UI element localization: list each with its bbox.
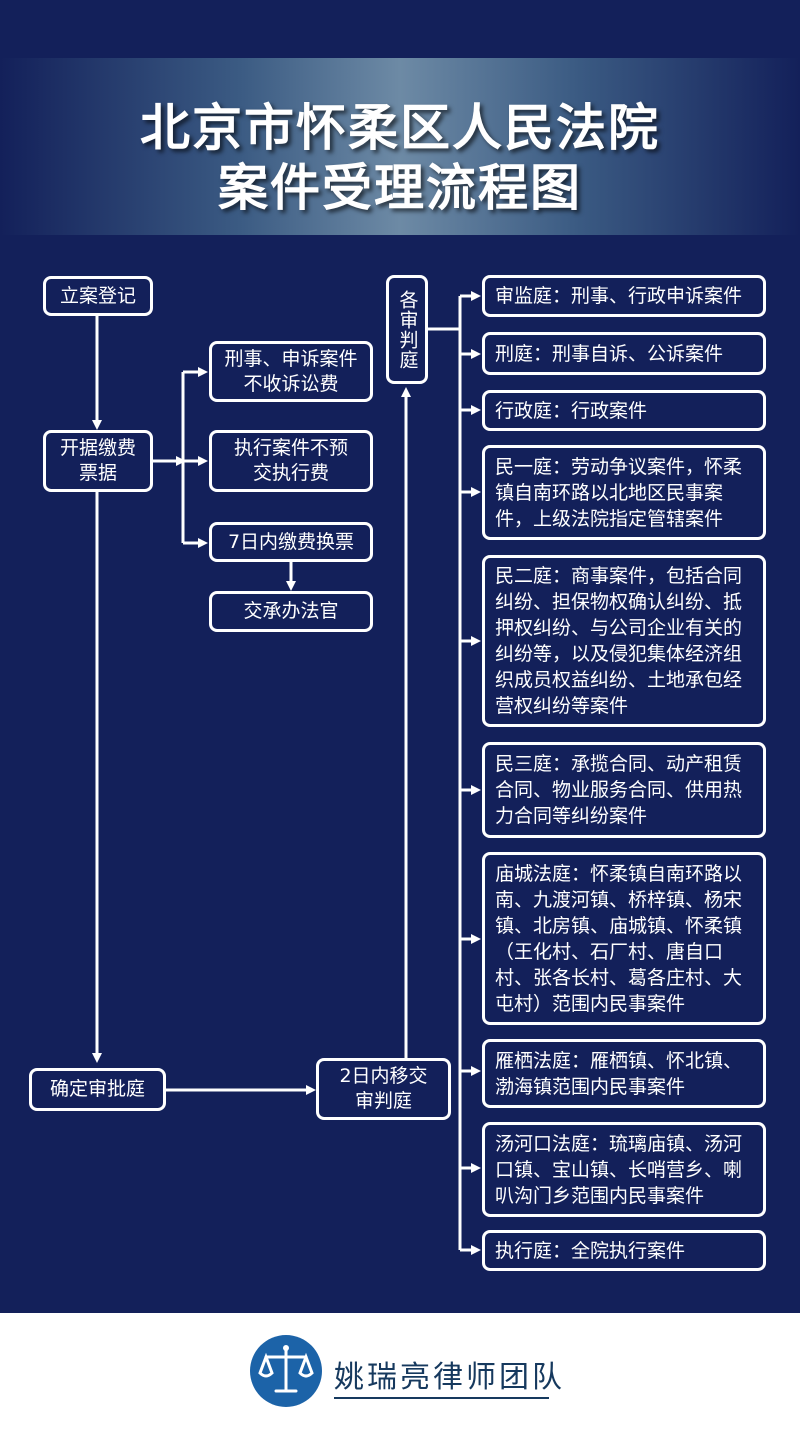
brand-name: 姚瑞亮律师团队 bbox=[334, 1360, 565, 1395]
court-text: 民二庭：商事案件，包括合同纠纷、担保物权确认纠纷、抵押权纠纷、与公司企业有关的纠… bbox=[495, 565, 743, 717]
court-box-xingting: 刑庭：刑事自诉、公诉案件 bbox=[482, 332, 766, 375]
title-banner bbox=[0, 58, 800, 235]
court-box-yanqi: 雁栖法庭：雁栖镇、怀北镇、渤海镇范围内民事案件 bbox=[482, 1039, 766, 1108]
scales-justice-icon bbox=[250, 1335, 322, 1407]
court-text: 刑庭：刑事自诉、公诉案件 bbox=[495, 342, 724, 365]
court-text: 行政庭：行政案件 bbox=[495, 399, 648, 422]
register-box: 立案登记 bbox=[43, 276, 153, 316]
brand-underline bbox=[334, 1397, 549, 1399]
court-box-tanghekou: 汤河口法庭：琉璃庙镇、汤河口镇、宝山镇、长哨营乡、喇叭沟门乡范围内民事案件 bbox=[482, 1122, 766, 1217]
transfer-2days-box: 2日内移交审判庭 bbox=[316, 1058, 451, 1120]
court-text: 汤河口法庭：琉璃庙镇、汤河口镇、宝山镇、长哨营乡、喇叭沟门乡范围内民事案件 bbox=[495, 1132, 743, 1207]
fee-receipt-box: 开据缴费票据 bbox=[43, 430, 153, 492]
court-box-shenjian: 审监庭：刑事、行政申诉案件 bbox=[482, 275, 766, 317]
criminal-no-fee-box: 刑事、申诉案件不收诉讼费 bbox=[209, 341, 373, 402]
footer bbox=[0, 1313, 800, 1443]
court-box-miaocheng: 庙城法庭：怀柔镇自南环路以南、九渡河镇、桥梓镇、杨宋镇、北房镇、庙城镇、怀柔镇（… bbox=[482, 852, 766, 1025]
court-text: 民三庭：承揽合同、动产租赁合同、物业服务合同、供用热力合同等纠纷案件 bbox=[495, 753, 743, 827]
court-text: 庙城法庭：怀柔镇自南环路以南、九渡河镇、桥梓镇、杨宋镇、北房镇、庙城镇、怀柔镇（… bbox=[495, 862, 743, 1015]
title-line-2: 案件受理流程图 bbox=[218, 159, 582, 217]
court-text: 民一庭：劳动争议案件，怀柔镇自南环路以北地区民事案件，上级法院指定管辖案件 bbox=[495, 455, 743, 530]
court-box-minsan: 民三庭：承揽合同、动产租赁合同、物业服务合同、供用热力合同等纠纷案件 bbox=[482, 742, 766, 838]
court-box-xingzheng: 行政庭：行政案件 bbox=[482, 390, 766, 431]
to-judge-box: 交承办法官 bbox=[209, 591, 373, 632]
decide-court-box: 确定审批庭 bbox=[29, 1068, 166, 1111]
exec-no-fee-box: 执行案件不预交执行费 bbox=[209, 430, 373, 492]
court-text: 审监庭：刑事、行政申诉案件 bbox=[495, 285, 743, 307]
court-box-zhixing: 执行庭：全院执行案件 bbox=[482, 1230, 766, 1271]
court-text: 执行庭：全院执行案件 bbox=[495, 1239, 686, 1262]
court-text: 雁栖法庭：雁栖镇、怀北镇、渤海镇范围内民事案件 bbox=[495, 1049, 743, 1098]
court-box-minier: 民二庭：商事案件，包括合同纠纷、担保物权确认纠纷、抵押权纠纷、与公司企业有关的纠… bbox=[482, 555, 766, 727]
exchange-7days-box: 7日内缴费换票 bbox=[209, 522, 373, 562]
title-line-1: 北京市怀柔区人民法院 bbox=[140, 99, 660, 157]
court-box-minyi: 民一庭：劳动争议案件，怀柔镇自南环路以北地区民事案件，上级法院指定管辖案件 bbox=[482, 445, 766, 540]
courts-header-box: 各审判庭 bbox=[386, 275, 428, 384]
